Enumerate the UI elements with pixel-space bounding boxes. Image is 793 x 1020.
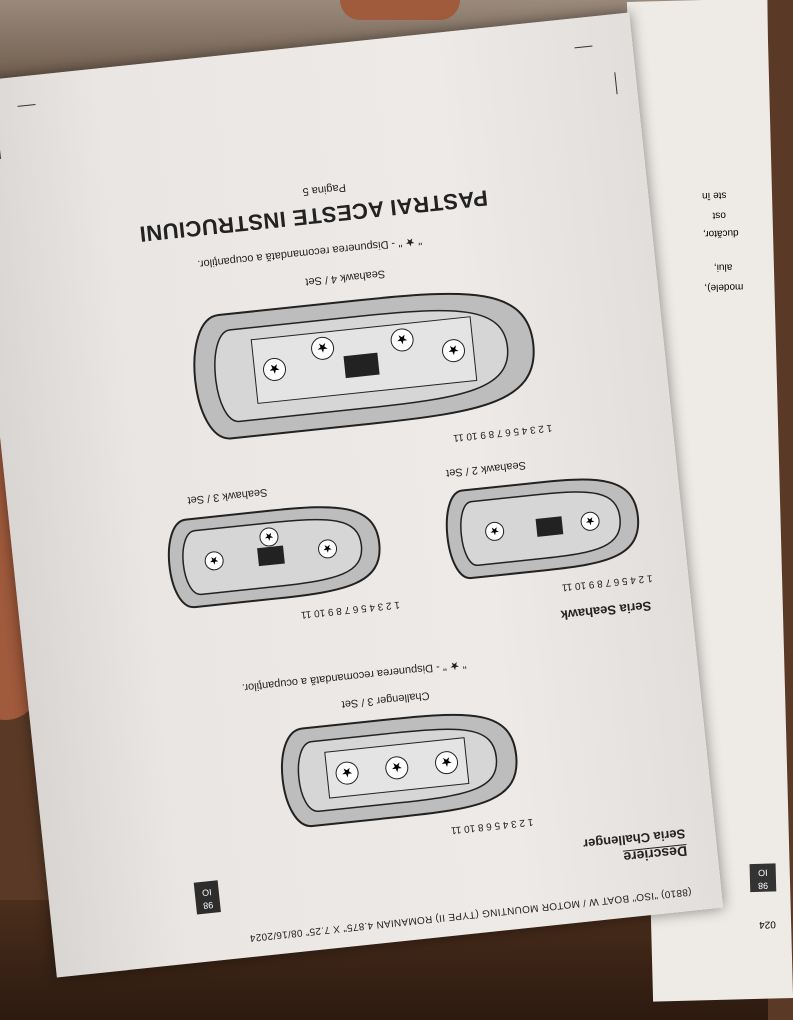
svg-text:★: ★ bbox=[447, 342, 460, 358]
svg-text:★: ★ bbox=[208, 553, 219, 566]
caption-challenger: Challenger 3 / Set bbox=[341, 689, 431, 711]
caption-seahawk-4: Seahawk 4 / Set bbox=[304, 267, 386, 288]
callout-numbers: 1 2 3 4 5 6 7 8 9 10 11 bbox=[300, 598, 401, 621]
page-number: Pagina 5 bbox=[301, 181, 347, 198]
svg-text:★: ★ bbox=[440, 754, 453, 770]
manual-page: (8810) "ISO" BOAT W / MOTOR MOUNTING (TY… bbox=[0, 12, 724, 978]
callout-numbers: 1 2 3 4 5 6 7 8 9 10 11 bbox=[452, 421, 553, 444]
boat-diagram-seahawk-3: ★ ★ ★ bbox=[167, 506, 381, 609]
svg-text:★: ★ bbox=[390, 759, 403, 775]
fragment-text: 024 bbox=[758, 918, 776, 930]
caption-seahawk-2: Seahawk 2 / Set bbox=[445, 458, 527, 480]
svg-text:★: ★ bbox=[584, 514, 595, 527]
finger bbox=[340, 0, 460, 20]
caption-seahawk-3: Seahawk 3 / Set bbox=[186, 485, 268, 507]
svg-text:★: ★ bbox=[340, 765, 353, 781]
callout-numbers: 1 2 3 4 5 6 8 10 11 bbox=[450, 815, 534, 836]
heading-seria-seahawk: Seria Seahawk bbox=[559, 598, 653, 623]
callout-numbers: 1 2 4 5 6 7 8 9 10 11 bbox=[561, 572, 653, 593]
crop-mark bbox=[0, 137, 1, 160]
page-badge: 98 IO bbox=[193, 880, 221, 915]
fragment-text: ste în bbox=[701, 189, 727, 202]
recommend-note: " ★ " - Dispunerea recomandată a ocupanţ… bbox=[241, 658, 467, 694]
next-page-badge: 98 IO bbox=[749, 863, 777, 893]
svg-text:★: ★ bbox=[268, 361, 281, 377]
fragment-text: modele), bbox=[704, 281, 744, 294]
svg-text:★: ★ bbox=[263, 529, 274, 542]
boat-diagram-seahawk-2: ★ ★ bbox=[445, 478, 640, 580]
boat-diagram-challenger: ★ ★ ★ bbox=[281, 713, 518, 828]
svg-text:★: ★ bbox=[395, 331, 408, 347]
badge-line: 98 bbox=[757, 880, 769, 891]
page-content: (8810) "ISO" BOAT W / MOTOR MOUNTING (TY… bbox=[0, 12, 723, 977]
fragment-text: ducător, bbox=[702, 227, 739, 240]
svg-text:★: ★ bbox=[489, 524, 500, 537]
crop-mark bbox=[17, 104, 36, 107]
fragment-text: alui, bbox=[713, 261, 733, 273]
crop-mark bbox=[614, 72, 618, 95]
recommend-note-2: " ★ " - Dispunerea recomandată a ocupanţ… bbox=[196, 234, 423, 270]
badge-line: IO bbox=[201, 886, 213, 898]
svg-text:★: ★ bbox=[322, 541, 333, 554]
fragment-text: ost bbox=[712, 209, 727, 221]
crop-mark bbox=[574, 45, 593, 49]
badge-line: 98 bbox=[202, 899, 214, 911]
boat-diagram-seahawk-4: ★ ★ ★ ★ bbox=[193, 292, 535, 440]
badge-line: IO bbox=[757, 867, 768, 878]
svg-text:★: ★ bbox=[316, 340, 329, 356]
